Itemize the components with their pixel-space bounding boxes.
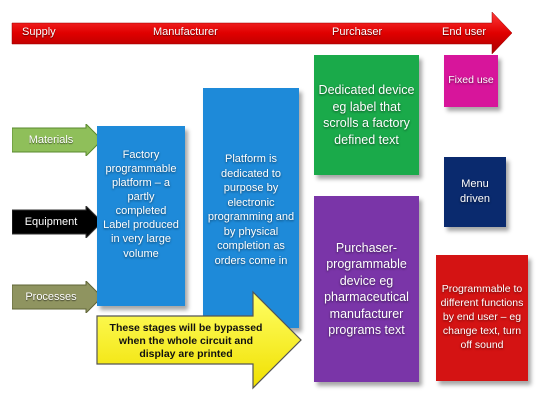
stage-manufacturer: Manufacturer [153, 26, 218, 38]
equipment-arrow-shape [12, 206, 102, 238]
platform-dedicated-box: Platform is dedicated to purpose by elec… [203, 88, 299, 328]
bypass-callout: These stages will be bypassed when the w… [109, 322, 263, 361]
processes-arrow: Processes [12, 281, 102, 313]
processes-arrow-shape [12, 281, 102, 313]
bypass-arrow [96, 290, 302, 390]
stage-supply: Supply [22, 26, 56, 38]
stage-end-user: End user [442, 26, 487, 38]
stage-purchaser: Purchaser [332, 26, 383, 38]
materials-arrow: Materials [12, 124, 102, 156]
materials-arrow-shape [12, 124, 102, 156]
stage-arrow-shape [11, 11, 513, 55]
purchaser-programmable-box: Purchaser-programmable device eg pharmac… [314, 196, 419, 382]
stage-arrow: Supply Manufacturer Purchaser End user [0, 0, 537, 60]
materials-label: Materials [28, 134, 74, 146]
equipment-arrow: Equipment [12, 206, 102, 238]
factory-platform-box: Factory programmable platform – a partly… [97, 126, 185, 306]
processes-label: Processes [25, 291, 77, 303]
programmable-box: Programmable to different functions by e… [436, 255, 528, 381]
menu-driven-box: Menu driven [444, 157, 506, 227]
equipment-label: Equipment [24, 216, 78, 228]
fixed-use-box: Fixed use [444, 55, 498, 107]
dedicated-device-box: Dedicated device eg label that scrolls a… [314, 55, 419, 175]
